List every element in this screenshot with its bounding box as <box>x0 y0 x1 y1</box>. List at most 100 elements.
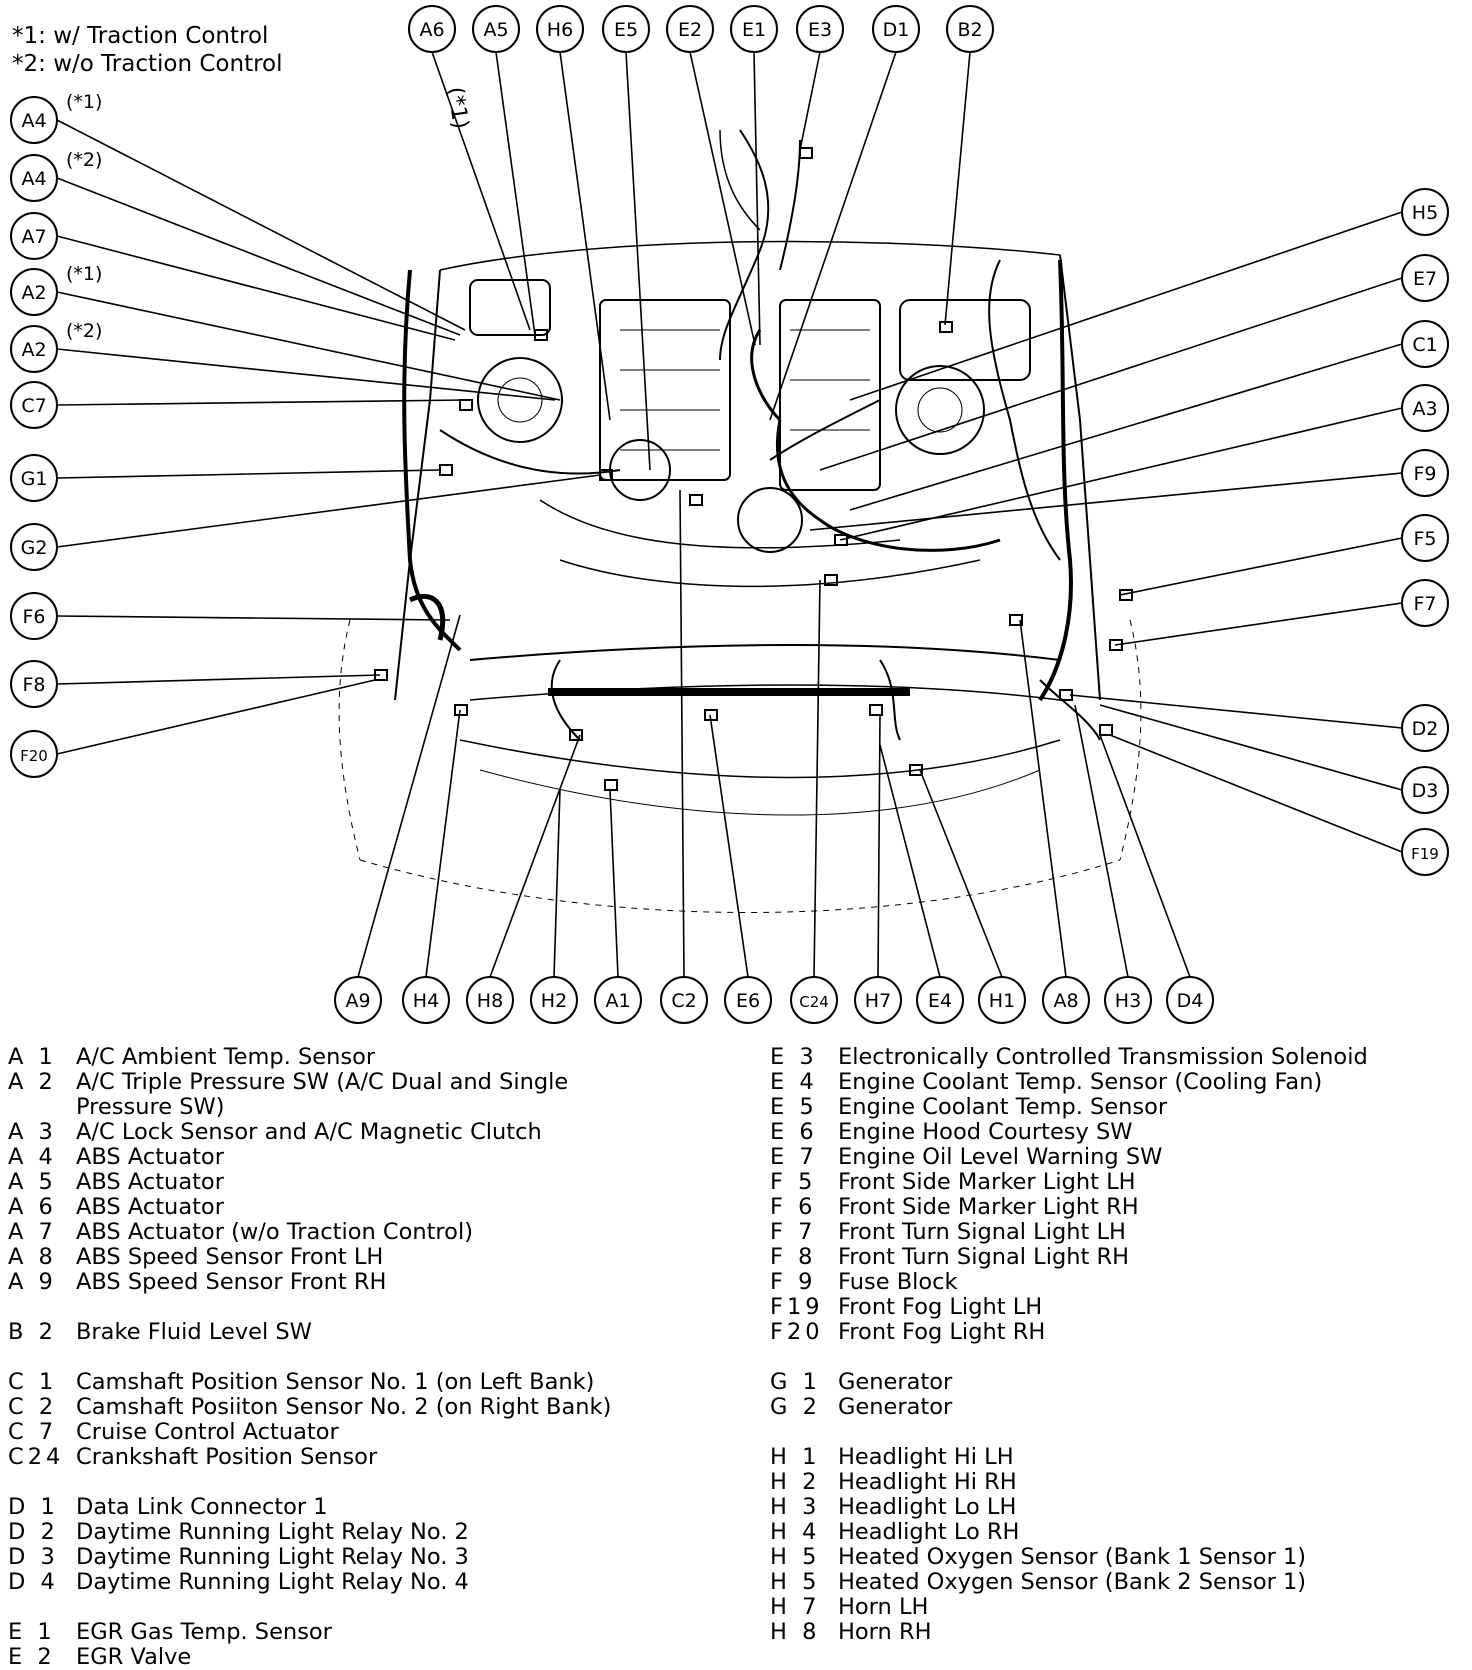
legend-description: Fuse Block <box>838 1269 958 1295</box>
callout-a2-left-text: A2 <box>21 282 46 304</box>
legend-description: Daytime Running Light Relay No. 4 <box>76 1569 469 1595</box>
callout-c24-bottom-text: C24 <box>799 993 829 1011</box>
callout-a1-bottom: A1 <box>594 976 642 1024</box>
callout-f7-right-text: F7 <box>1413 593 1436 615</box>
callout-b2-top-text: B2 <box>957 19 982 41</box>
callout-a8-bottom: A8 <box>1042 976 1090 1024</box>
callout-d3-right: D3 <box>1401 766 1449 814</box>
legend-code: C24 <box>8 1444 65 1470</box>
legend-code: F 7 <box>770 1219 817 1245</box>
callout-h4-bottom-text: H4 <box>413 990 439 1012</box>
legend-code: E 3 <box>770 1044 818 1070</box>
leader-line <box>56 474 601 548</box>
callout-e5-top-text: E5 <box>614 19 638 41</box>
legend-code: E 6 <box>770 1119 818 1145</box>
callout-qualifier: (*2) <box>66 320 102 342</box>
callout-a4-left: A4 <box>10 154 58 202</box>
legend-gap <box>8 1470 611 1495</box>
legend-code: G 1 <box>770 1369 821 1395</box>
legend-code: D 2 <box>8 1519 59 1545</box>
legend-code: C 2 <box>8 1394 58 1420</box>
leader-line <box>431 51 531 331</box>
leader-line <box>1099 704 1403 791</box>
engine-bay-drawing <box>338 129 1142 913</box>
callout-h7-bottom-text: H7 <box>865 990 891 1012</box>
leader-line <box>1119 537 1403 596</box>
callout-e4-bottom: E4 <box>916 976 964 1024</box>
callout-f8-left-text: F8 <box>22 674 45 696</box>
legend-description: Engine Coolant Temp. Sensor <box>838 1094 1168 1120</box>
legend-entry: E 3 Electronically Controlled Transmissio… <box>770 1045 1368 1070</box>
leader-line <box>625 51 651 471</box>
callout-d1-top: D1 <box>872 5 920 53</box>
note-traction-top: (*1) <box>442 85 473 130</box>
callout-g2-left: G2 <box>10 523 58 571</box>
callout-f5-right: F5 <box>1401 514 1449 562</box>
leader-line <box>689 51 756 346</box>
legend-code: A 2 <box>8 1069 57 1095</box>
legend-code: A 9 <box>8 1269 57 1295</box>
callout-f6-left: F6 <box>10 592 58 640</box>
legend-code: C 1 <box>8 1369 58 1395</box>
legend-code: B 2 <box>8 1319 57 1345</box>
legend-gap <box>8 1345 611 1370</box>
legend-description: Front Fog Light RH <box>838 1319 1046 1345</box>
legend-description: Electronically Controlled Transmission S… <box>838 1044 1368 1070</box>
callout-e1-top-text: E1 <box>742 19 766 41</box>
callout-a2-left-text: A2 <box>21 339 46 361</box>
legend-description: Generator <box>838 1369 953 1395</box>
callout-d2-right: D2 <box>1401 704 1449 752</box>
legend-entry: G 1 Generator <box>770 1370 1368 1395</box>
legend-code: A 1 <box>8 1044 57 1070</box>
callout-h2-bottom: H2 <box>530 976 578 1024</box>
legend-description: ABS Actuator (w/o Traction Control) <box>76 1219 473 1245</box>
callout-e5-top: E5 <box>602 5 650 53</box>
callout-b2-top: B2 <box>946 5 994 53</box>
callout-e6-bottom-text: E6 <box>736 990 760 1012</box>
callout-a1-bottom-text: A1 <box>605 990 630 1012</box>
callout-f9-right: F9 <box>1401 449 1449 497</box>
callout-f6-left-text: F6 <box>22 606 45 628</box>
leader-line <box>919 769 1003 978</box>
callout-a8-bottom-text: A8 <box>1053 990 1078 1012</box>
callout-e7-right: E7 <box>1401 254 1449 302</box>
leader-line <box>56 177 461 336</box>
callout-a7-left: A7 <box>10 212 58 260</box>
callout-a4-left-text: A4 <box>21 168 46 190</box>
callout-f7-right: F7 <box>1401 579 1449 627</box>
leader-line <box>56 399 466 406</box>
callout-c24-bottom: C24 <box>790 976 838 1024</box>
callout-a9-bottom-text: A9 <box>345 990 370 1012</box>
callout-f5-right-text: F5 <box>1413 528 1436 550</box>
legend-code: H 4 <box>770 1519 821 1545</box>
legend-description: Heated Oxygen Sensor (Bank 1 Sensor 1) <box>838 1544 1307 1570</box>
legend-description: A/C Lock Sensor and A/C Magnetic Clutch <box>76 1119 542 1145</box>
legend-right: E 3 Electronically Controlled Transmissio… <box>770 1045 1368 1645</box>
callout-f19-right: F19 <box>1401 828 1449 876</box>
callout-c7-left-text: C7 <box>21 395 46 417</box>
legend-code: F20 <box>770 1319 824 1345</box>
leader-line <box>56 348 556 401</box>
legend-code: F 6 <box>770 1194 817 1220</box>
callout-c2-bottom: C2 <box>660 976 708 1024</box>
callout-h8-bottom-text: H8 <box>477 990 503 1012</box>
callout-h1-bottom: H1 <box>978 976 1026 1024</box>
legend-code: H 5 <box>770 1569 821 1595</box>
legend-code: H 7 <box>770 1594 821 1620</box>
callout-d4-bottom: D4 <box>1166 976 1214 1024</box>
callout-a3-right-text: A3 <box>1412 398 1437 420</box>
leader-line <box>813 579 821 978</box>
